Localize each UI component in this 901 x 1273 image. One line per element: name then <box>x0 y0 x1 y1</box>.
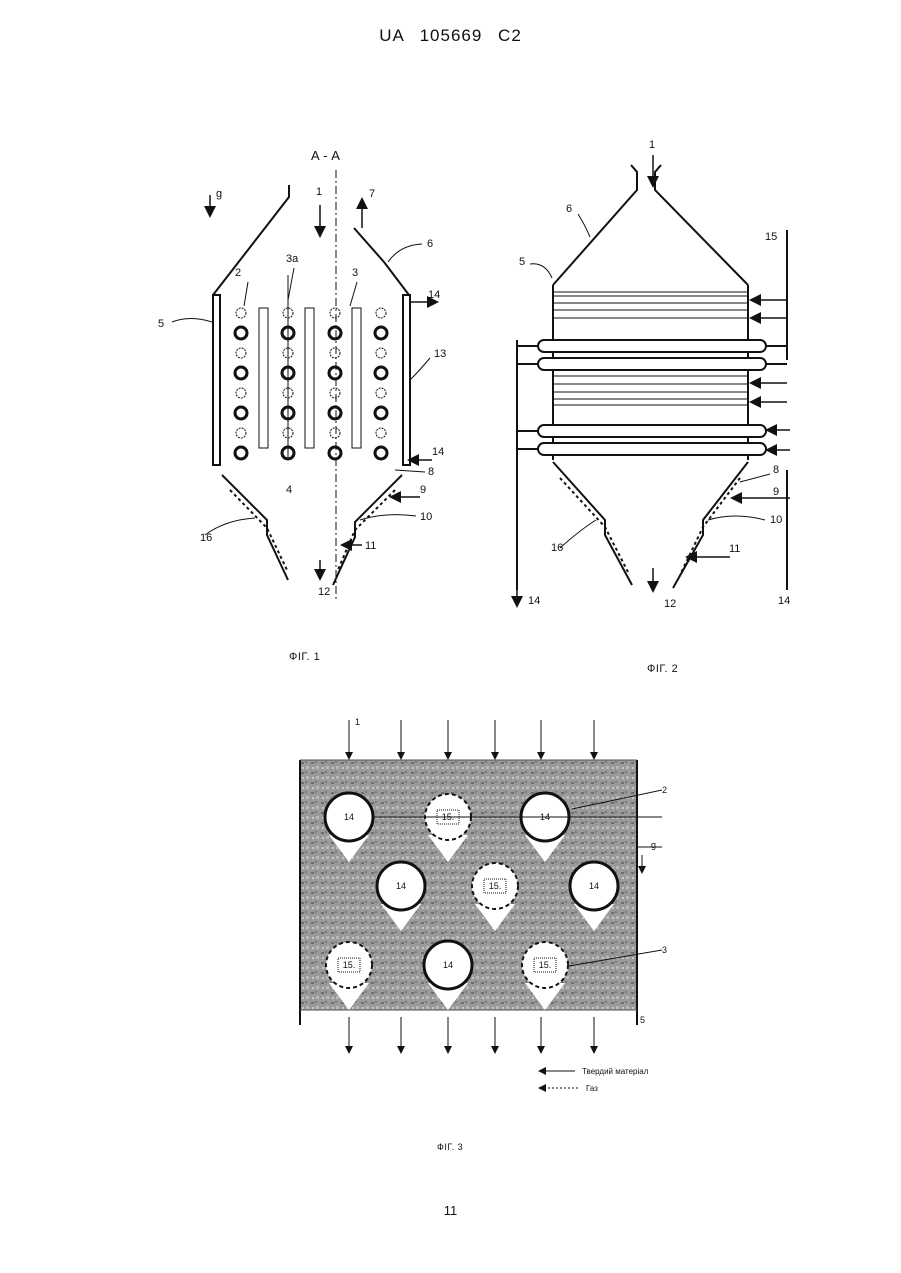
svg-text:9: 9 <box>420 484 426 496</box>
svg-text:14: 14 <box>432 446 444 458</box>
svg-text:14: 14 <box>589 881 599 891</box>
tube <box>235 447 247 459</box>
header-link <box>766 346 787 364</box>
svg-text:14: 14 <box>428 289 440 301</box>
svg-text:g: g <box>216 188 222 200</box>
svg-text:9: 9 <box>773 486 779 498</box>
svg-text:7: 7 <box>369 188 375 200</box>
tube <box>376 388 386 398</box>
svg-text:15.: 15. <box>489 881 502 891</box>
right-jacket <box>403 295 410 465</box>
tube <box>236 348 246 358</box>
svg-text:14: 14 <box>778 595 790 607</box>
svg-text:11: 11 <box>729 543 740 555</box>
tube <box>329 327 341 339</box>
svg-text:8: 8 <box>428 466 434 478</box>
heating-tube <box>538 340 766 352</box>
tube <box>375 327 387 339</box>
tube <box>376 308 386 318</box>
figure-2 <box>517 165 787 590</box>
right-grid <box>337 490 395 572</box>
tube <box>375 447 387 459</box>
figure-2-labels: 1 6 15 5 8 9 10 16 11 14 12 14 ФІГ. 2 <box>519 139 790 675</box>
plate-3a <box>305 308 314 448</box>
svg-text:5: 5 <box>640 1015 645 1025</box>
svg-text:1: 1 <box>316 186 322 198</box>
heating-tube <box>538 443 766 455</box>
svg-text:14: 14 <box>344 812 354 822</box>
svg-text:4: 4 <box>286 484 292 496</box>
fig3-caption: ФІГ. 3 <box>437 1142 463 1152</box>
tube <box>235 407 247 419</box>
svg-text:g: g <box>651 840 656 850</box>
tube <box>376 348 386 358</box>
right-bottom-wall <box>333 475 402 585</box>
page-number: 11 <box>0 1203 901 1218</box>
section-label: А - А <box>311 148 340 163</box>
tube <box>235 367 247 379</box>
svg-text:5: 5 <box>519 256 525 268</box>
right-top-wall <box>354 228 409 295</box>
tube <box>330 428 340 438</box>
tube <box>329 447 341 459</box>
svg-text:2: 2 <box>235 267 241 279</box>
svg-text:3: 3 <box>662 945 667 955</box>
heating-tube <box>538 358 766 370</box>
tube <box>330 348 340 358</box>
tube <box>329 367 341 379</box>
svg-text:3a: 3a <box>286 253 299 265</box>
tube <box>375 407 387 419</box>
tube <box>330 388 340 398</box>
svg-text:6: 6 <box>427 238 433 250</box>
heating-tube <box>538 425 766 437</box>
svg-text:3: 3 <box>352 267 358 279</box>
svg-text:15: 15 <box>765 231 777 243</box>
legend-solid: Твердий матеріал <box>582 1067 649 1076</box>
svg-text:14: 14 <box>396 881 406 891</box>
tube <box>376 428 386 438</box>
svg-text:11: 11 <box>365 540 376 552</box>
figure-1 <box>213 170 410 600</box>
fig2-left-top <box>553 165 637 285</box>
svg-text:15.: 15. <box>343 960 356 970</box>
fig2-caption: ФІГ. 2 <box>647 663 678 675</box>
svg-text:6: 6 <box>566 203 572 215</box>
svg-text:12: 12 <box>318 586 330 598</box>
svg-text:1: 1 <box>355 717 360 727</box>
svg-text:1: 1 <box>649 139 655 151</box>
left-jacket <box>213 295 220 465</box>
svg-text:10: 10 <box>770 514 782 526</box>
tube <box>375 367 387 379</box>
fig1-caption: ФІГ. 1 <box>289 651 320 663</box>
plate-3 <box>352 308 361 448</box>
tube <box>236 428 246 438</box>
svg-text:10: 10 <box>420 511 432 523</box>
legend-gas: Газ <box>586 1084 598 1093</box>
svg-text:2: 2 <box>662 785 667 795</box>
svg-text:16: 16 <box>551 542 563 554</box>
left-top-wall <box>213 185 289 295</box>
tube <box>329 407 341 419</box>
svg-text:15.: 15. <box>539 960 552 970</box>
fig2-right-top <box>655 165 748 285</box>
plate-2 <box>259 308 268 448</box>
tube <box>236 308 246 318</box>
svg-text:8: 8 <box>773 464 779 476</box>
figure-2-arrows <box>517 155 790 605</box>
tube <box>235 327 247 339</box>
svg-text:12: 12 <box>664 598 676 610</box>
svg-text:14: 14 <box>528 595 540 607</box>
tube <box>330 308 340 318</box>
svg-text:14: 14 <box>443 960 453 970</box>
tube <box>236 388 246 398</box>
svg-text:13: 13 <box>434 348 446 360</box>
figure-1-leaders <box>172 244 430 535</box>
svg-text:5: 5 <box>158 318 164 330</box>
